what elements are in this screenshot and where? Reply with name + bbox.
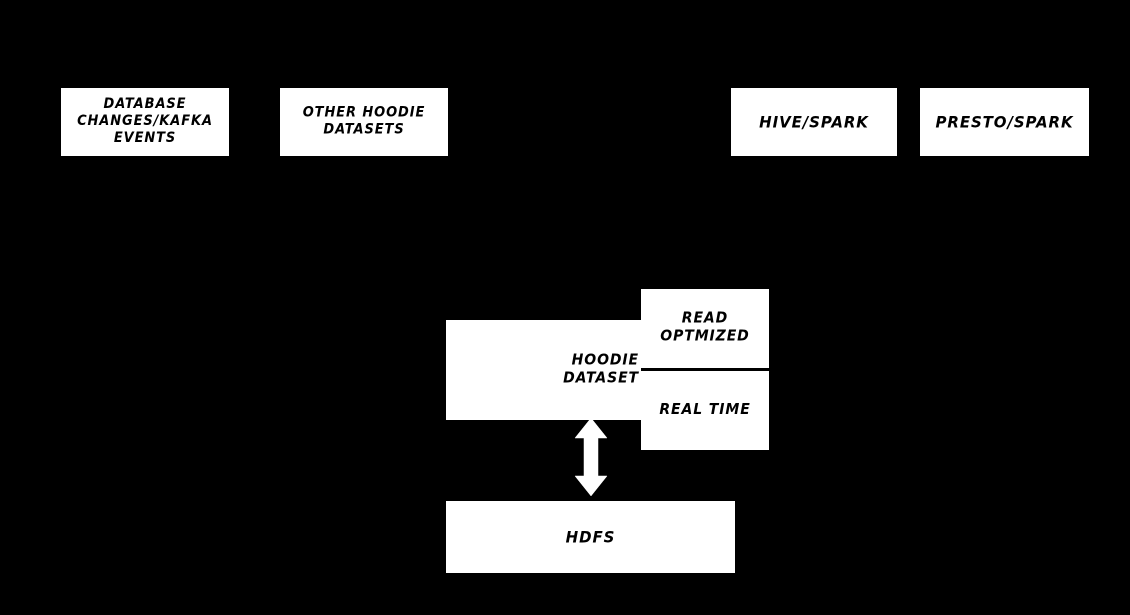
node-read-optimized-view: Read Optmized (641, 289, 769, 371)
node-label: Database Changes/Kafka Events (77, 96, 213, 147)
node-label: Presto/Spark (935, 112, 1074, 132)
node-database-changes-kafka-events: Database Changes/Kafka Events (61, 88, 229, 156)
node-label: Real Time (659, 401, 751, 419)
double-headed-arrow-icon (573, 418, 609, 496)
node-real-time-view: Real Time (641, 371, 769, 450)
node-label: Read Optmized (660, 310, 750, 346)
node-presto-spark: Presto/Spark (920, 88, 1089, 156)
node-label: HDFS (565, 527, 616, 547)
node-other-hoodie-datasets: Other Hoodie Datasets (280, 88, 448, 156)
node-label: Other Hoodie Datasets (302, 105, 426, 138)
node-hoodie-dataset: Hoodie Dataset (446, 320, 641, 420)
node-label: Hive/Spark (759, 112, 869, 132)
node-label: Hoodie Dataset (563, 351, 639, 387)
node-hdfs: HDFS (446, 501, 735, 573)
node-hive-spark: Hive/Spark (731, 88, 897, 156)
